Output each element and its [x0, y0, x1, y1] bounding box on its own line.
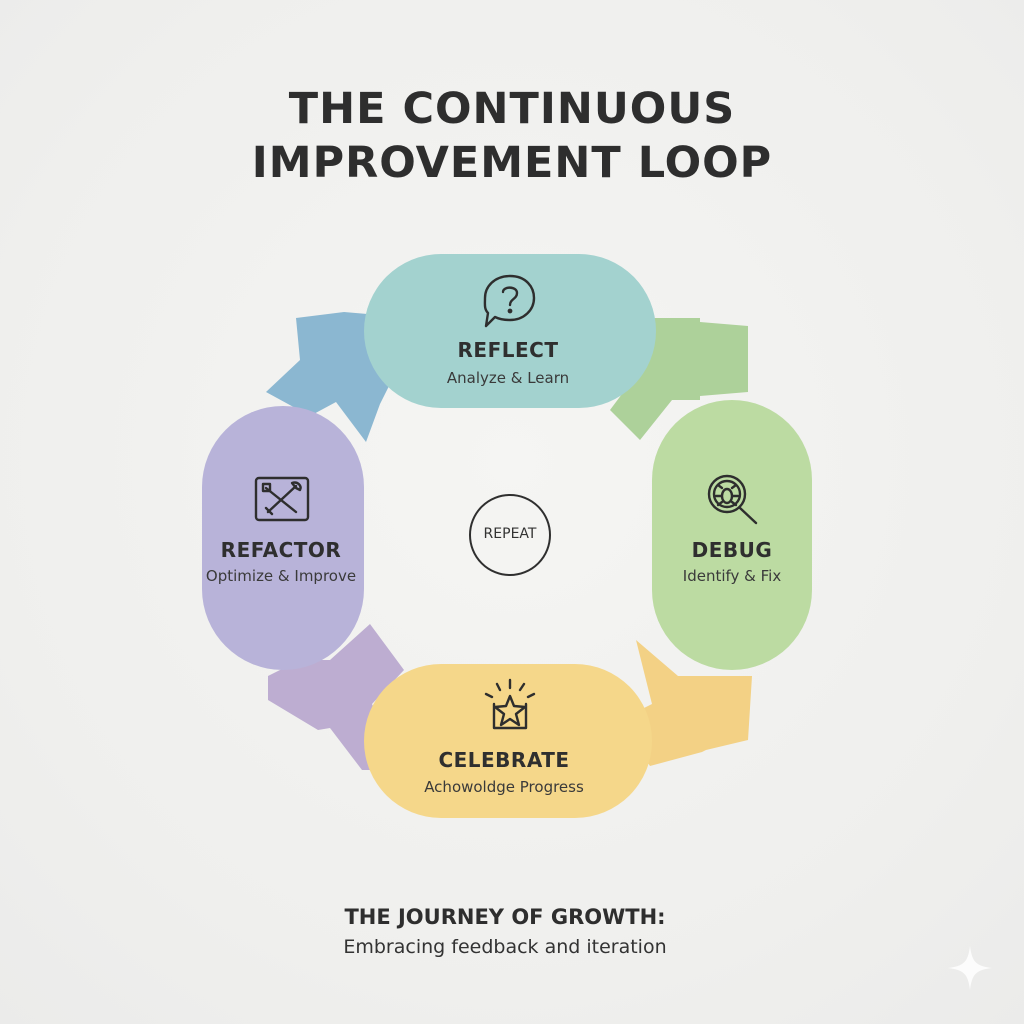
- footer-subtitle: Embracing feedback and iteration: [343, 936, 667, 958]
- stage-name-debug: DEBUG: [691, 538, 773, 562]
- stage-name-celebrate: CELEBRATE: [438, 748, 570, 772]
- stage-pill-debug: [652, 400, 812, 670]
- sparkle-icon: [948, 946, 992, 990]
- stage-pill-refactor: [202, 406, 364, 670]
- repeat-circle: [469, 494, 551, 576]
- stage-desc-debug: Identify & Fix: [682, 567, 782, 585]
- page-title-line-1: THE CONTINUOUS: [288, 84, 736, 134]
- page-title-line-2: IMPROVEMENT LOOP: [251, 138, 773, 188]
- stage-name-refactor: REFACTOR: [220, 538, 342, 562]
- star-trophy-icon: [484, 678, 536, 730]
- stage-pill-reflect: [364, 254, 656, 408]
- arrow-debug-to-celebrate: [620, 640, 752, 766]
- footer-title: THE JOURNEY OF GROWTH:: [344, 905, 666, 929]
- stage-desc-celebrate: Achowoldge Progress: [424, 778, 584, 796]
- question-bubble-icon: [483, 274, 536, 328]
- tools-icon: [254, 476, 310, 522]
- stage-desc-reflect: Analyze & Learn: [446, 369, 570, 387]
- repeat-label: REPEAT: [483, 526, 537, 542]
- stage-desc-refactor: Optimize & Improve: [205, 567, 357, 585]
- bug-magnifier-icon: [707, 474, 758, 525]
- stage-name-reflect: REFLECT: [457, 338, 559, 362]
- stage-pill-celebrate: [364, 664, 652, 818]
